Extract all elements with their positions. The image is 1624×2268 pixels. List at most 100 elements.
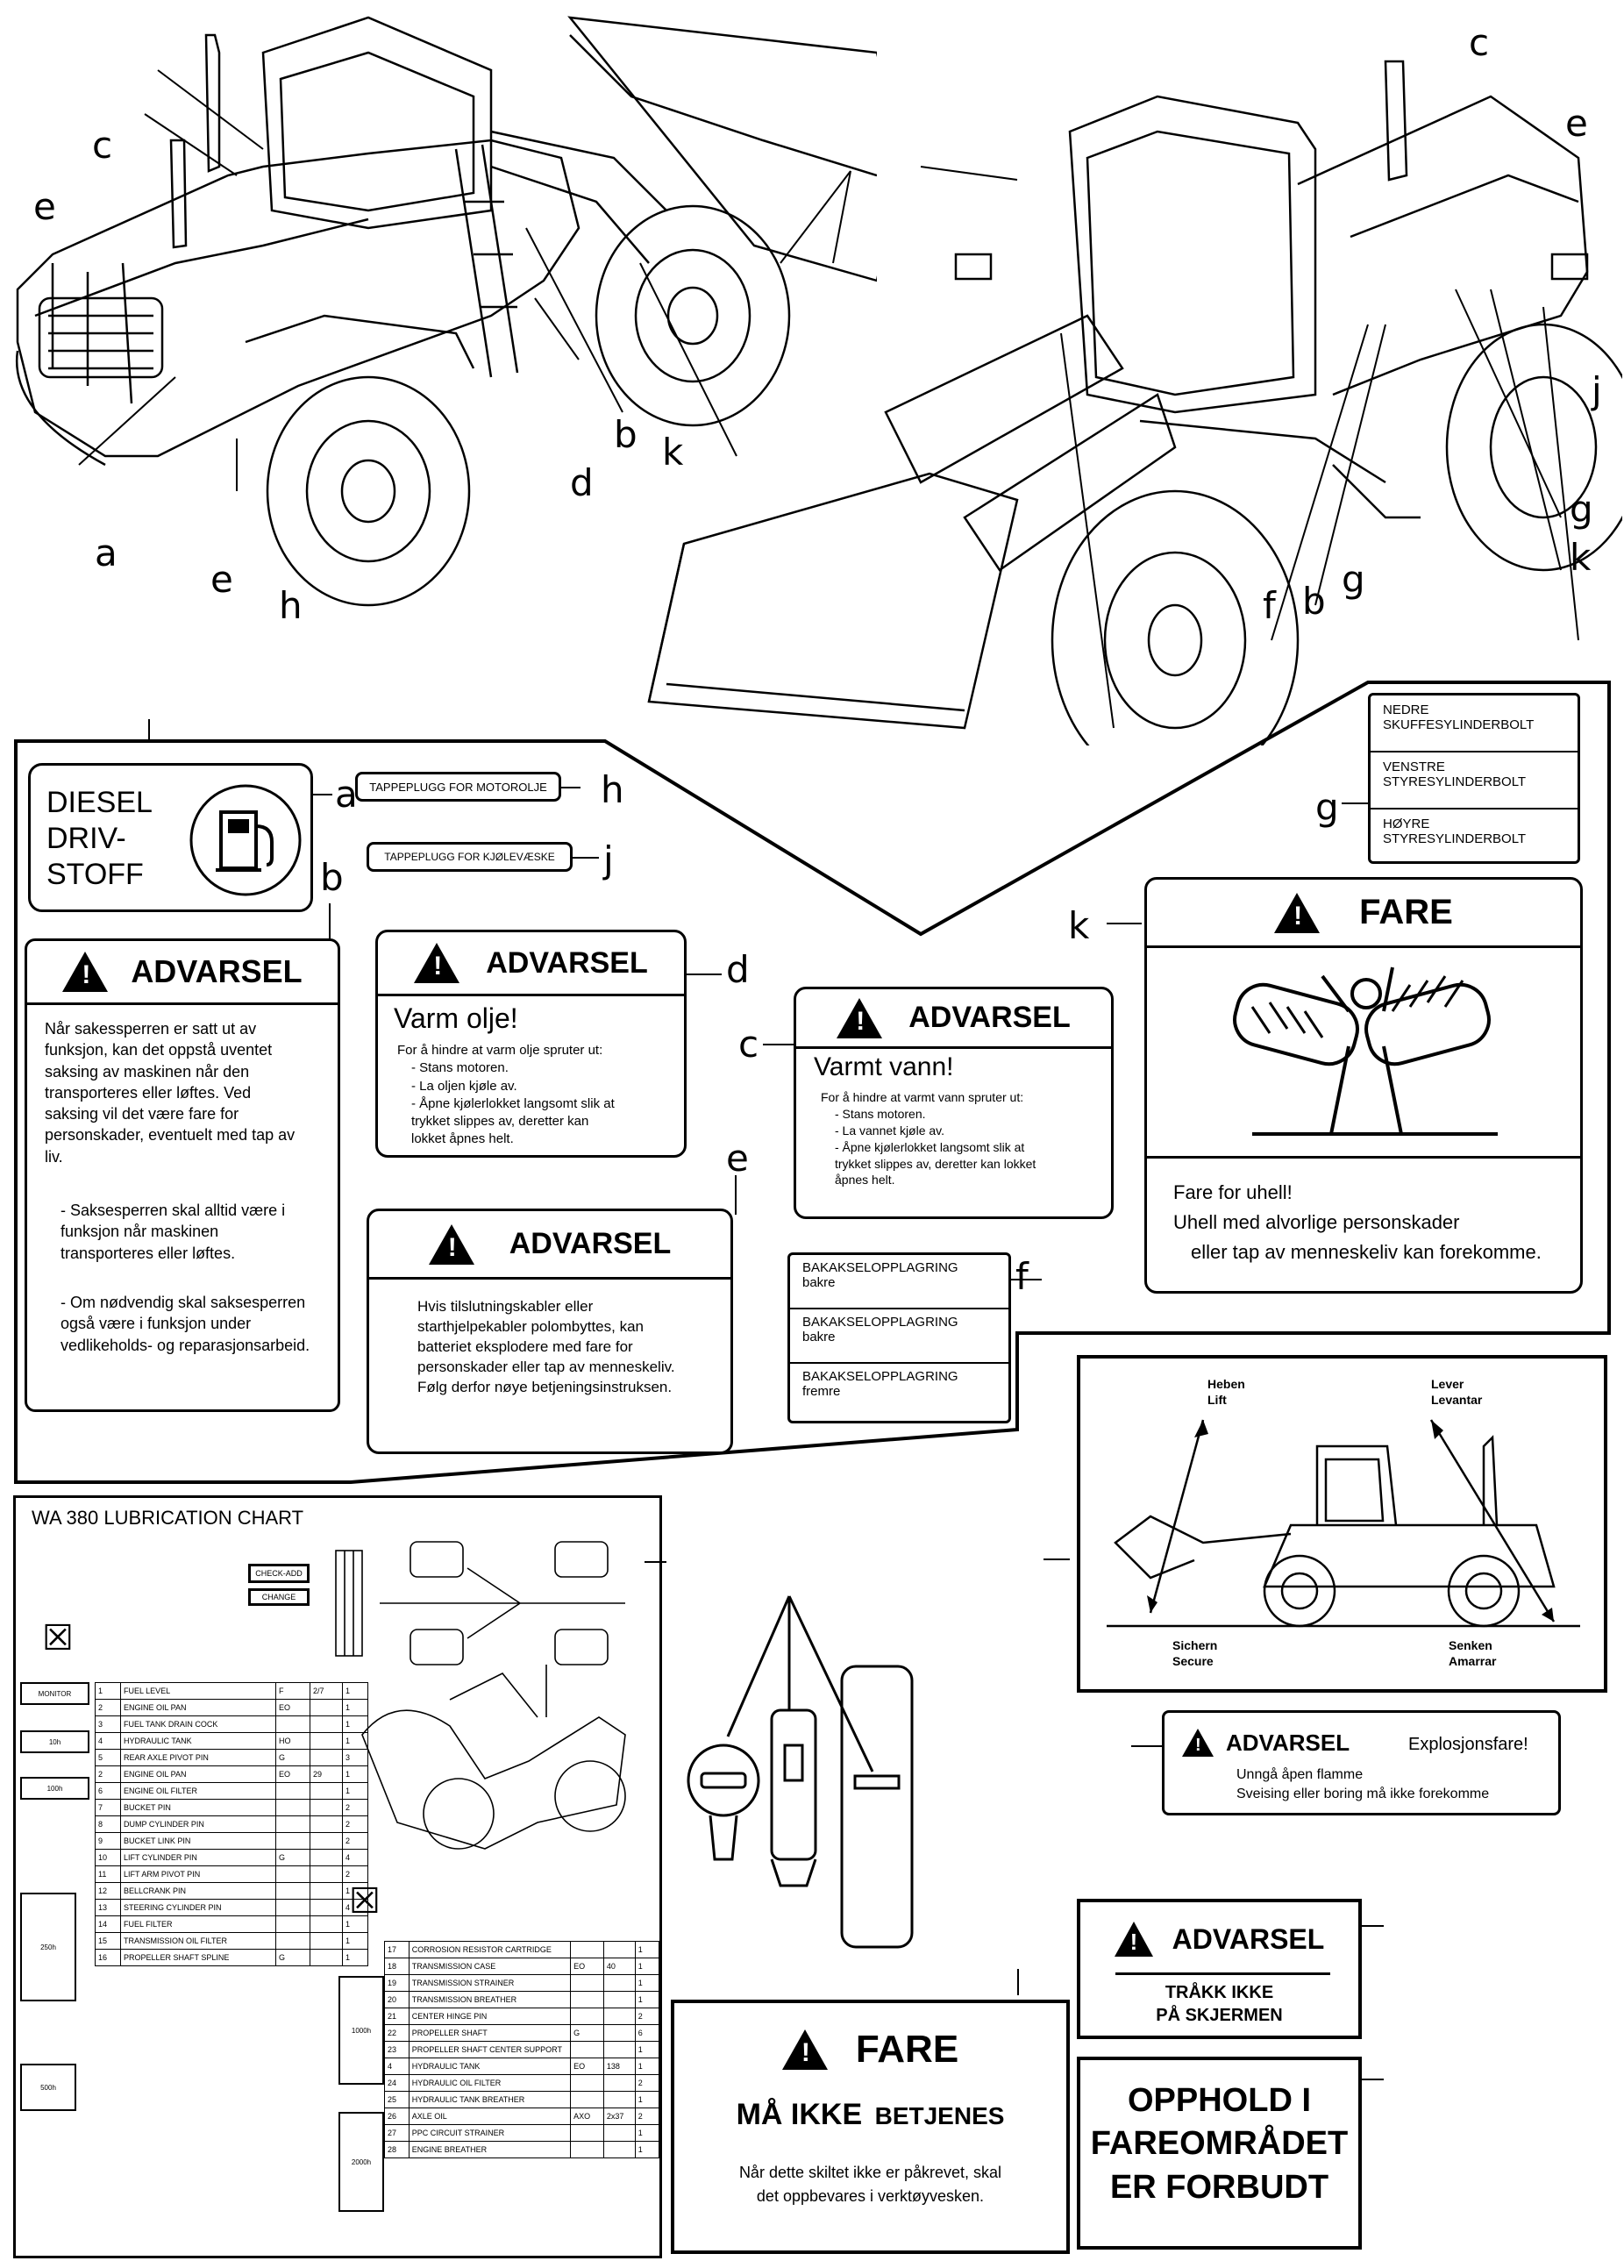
leader-a [313, 794, 332, 795]
callout-g: g [1570, 488, 1593, 531]
key-k: k [1068, 904, 1090, 947]
fender-warning-decal: ! ADVARSEL TRÅKK IKKE PÅ SKJERMEN [1077, 1899, 1362, 2039]
explosion-heading: ADVARSEL [1226, 1729, 1350, 1756]
lube-cell: TRANSMISSION CASE [408, 1958, 572, 1975]
interval-2000h-arrow: 2000h [338, 2112, 384, 2212]
warning-d-step2: - La oljen kjøle av. [411, 1078, 517, 1094]
decal-group-frame [14, 681, 1611, 1484]
lube-cell [275, 1815, 310, 1833]
diesel-line2: DRIV- [46, 821, 126, 855]
lube-cell: 2x37 [602, 2108, 636, 2125]
lube-cell: STEERING CYLINDER PIN [120, 1899, 276, 1916]
callout-j: j [1592, 369, 1602, 412]
lube-cell [602, 1941, 636, 1958]
lube-cell: 25 [384, 2091, 410, 2108]
callout-e: e [33, 185, 56, 228]
fender-heading: ADVARSEL [1172, 1922, 1325, 1955]
key-a: a [335, 773, 358, 816]
leader-opphold [1362, 2079, 1384, 2080]
loader-rear-view-illustration [15, 16, 877, 607]
interval-monitor-arrow: MONITOR [20, 1682, 89, 1705]
warning-b-heading: ADVARSEL [131, 953, 303, 989]
lube-cell: 23 [384, 2041, 410, 2058]
lube-cell: HYDRAULIC TANK [408, 2058, 572, 2075]
leader-fender [1362, 1925, 1384, 1927]
leader-f [1011, 1279, 1042, 1280]
lube-cell: PROPELLER SHAFT [408, 2024, 572, 2042]
lube-cell: FUEL FILTER [120, 1915, 276, 1933]
lift-label: Lift [1207, 1393, 1227, 1408]
danger-k-heading: FARE [1359, 893, 1453, 931]
lube-cell [275, 1932, 310, 1950]
leader-loader-decal [1043, 1558, 1070, 1560]
warning-c-heading: ADVARSEL [908, 1001, 1071, 1034]
callout-k: k [662, 431, 684, 474]
lube-cell: 2 [634, 2074, 660, 2092]
warning-triangle-icon: ! [428, 1223, 474, 1265]
lube-cell: 4 [342, 1849, 368, 1866]
lube-cell: 17 [384, 1941, 410, 1958]
danger-k-line2: Uhell med alvorlige personskader [1173, 1211, 1460, 1234]
lube-cell: 2 [342, 1865, 368, 1883]
danger-k-line1: Fare for uhell! [1173, 1181, 1293, 1203]
warning-triangle-icon: ! [1114, 1922, 1153, 1957]
lube-cell [310, 1732, 343, 1750]
lube-cell: 18 [384, 1958, 410, 1975]
lube-cell: 2 [342, 1815, 368, 1833]
lube-cell: 3 [95, 1715, 121, 1733]
lube-cell [310, 1899, 343, 1916]
senken-label: Senken [1449, 1638, 1492, 1652]
lube-cell [602, 2124, 636, 2142]
g-row2-title: VENSTRE [1383, 760, 1445, 774]
lube-cell: 15 [95, 1932, 121, 1950]
callout-e: e [1565, 102, 1588, 145]
callout-c: c [92, 124, 113, 167]
lube-cell [602, 2141, 636, 2158]
callout-c: c [1469, 21, 1490, 64]
fare-bottom-operate: BETJENES [874, 2102, 1005, 2129]
lube-cell [310, 1832, 343, 1850]
lube-cell [602, 2024, 636, 2042]
f-row1-sub: bakre [802, 1275, 836, 1290]
filter-decal-location-illustration [687, 1595, 914, 1949]
lube-cell [570, 1941, 604, 1958]
lube-cell: 14 [95, 1915, 121, 1933]
warning-triangle-icon: ! [1274, 892, 1321, 933]
secure-label: Secure [1172, 1654, 1214, 1669]
lift-secure-pictogram-decal: Heben Lift Lever Levantar Sichern Secure… [1077, 1355, 1607, 1693]
lube-cell: 27 [384, 2124, 410, 2142]
leader-k [1107, 923, 1142, 924]
fender-line2: PÅ SKJERMEN [1156, 2006, 1283, 2025]
warning-triangle-icon: ! [1182, 1729, 1214, 1757]
lube-cell [570, 1974, 604, 1992]
lube-cell: F [275, 1682, 310, 1700]
lube-cell: 2/7 [310, 1682, 343, 1700]
interval-100h-arrow: 100h [20, 1777, 89, 1800]
callout-a: a [95, 531, 118, 574]
lube-cell: 21 [384, 2008, 410, 2025]
lever-label: Lever [1431, 1377, 1464, 1391]
lube-cell: 4 [342, 1899, 368, 1916]
warning-c-title: Varmt vann! [814, 1052, 954, 1081]
warning-b-bullet1: - Saksesperren skal alltid være i funksj… [61, 1202, 286, 1262]
lube-cell: EO [570, 1958, 604, 1975]
g-row3-title: HØYRE [1383, 817, 1430, 831]
lube-cell [310, 1699, 343, 1716]
no-stay-in-danger-zone-decal: OPPHOLD I FAREOMRÅDET ER FORBUDT [1077, 2057, 1362, 2250]
explosion-warning-decal: ! ADVARSEL Explosjonsfare! Unngå åpen fl… [1162, 1710, 1561, 1815]
interval-10h-arrow: 10h [20, 1730, 89, 1753]
